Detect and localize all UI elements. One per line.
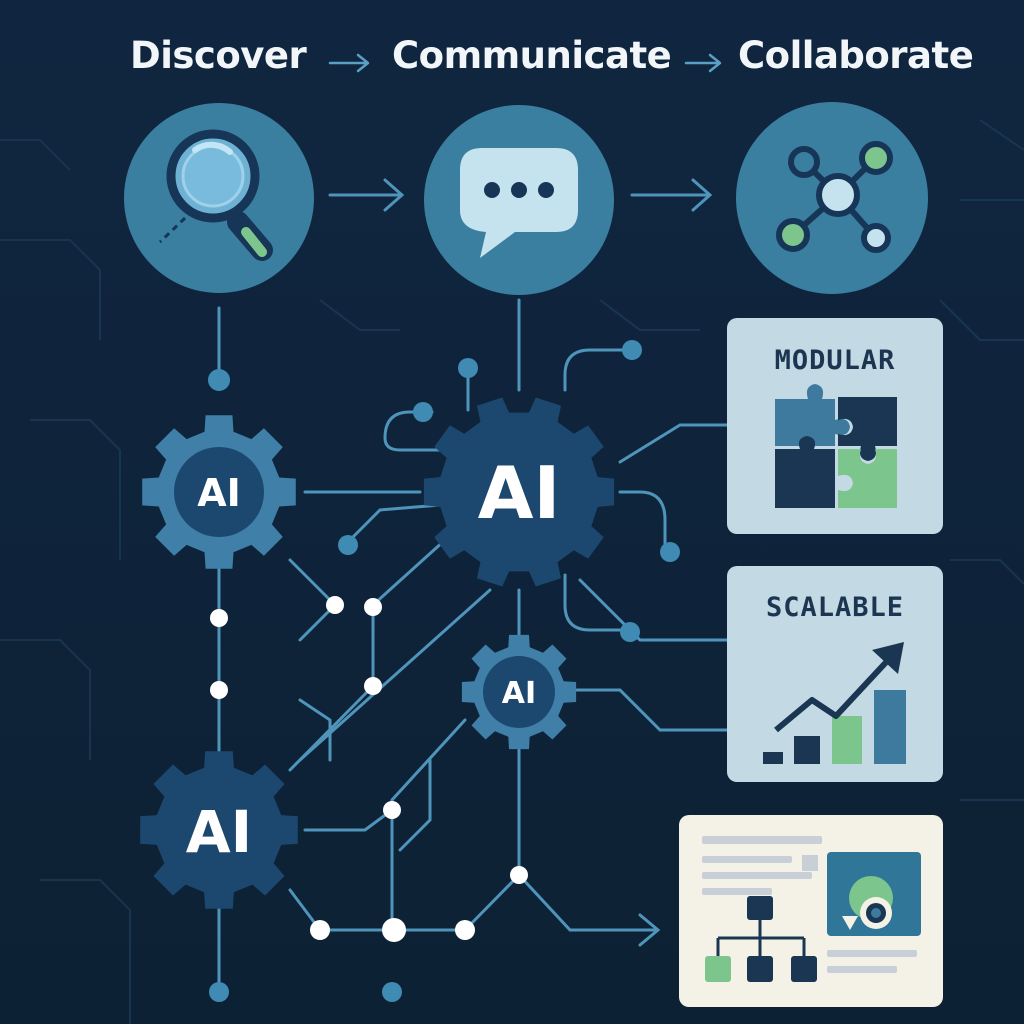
connection-nodes (208, 340, 680, 1002)
node-dot (209, 982, 229, 1002)
scalable-card: SCALABLE (727, 566, 943, 782)
node-dot (382, 918, 406, 942)
settings-screen-icon (827, 852, 921, 936)
node-dot (210, 681, 228, 699)
dashboard-card (679, 815, 943, 1007)
collaborate-circle (736, 102, 928, 294)
node-dot (620, 622, 640, 642)
magnifier-icon (158, 129, 273, 261)
title-step-communicate: Communicate (392, 34, 672, 77)
node-dot (458, 358, 478, 378)
gear-center-small: AI (461, 634, 577, 750)
title-row: Discover Communicate Collaborate (0, 30, 1024, 90)
gear-label: AI (478, 451, 561, 535)
text-lines-icon (702, 836, 917, 973)
gear-label: AI (186, 798, 252, 866)
scalable-card-title: SCALABLE (766, 592, 904, 623)
network-icon (776, 141, 893, 253)
arrow-right-icon (684, 53, 722, 73)
discover-circle (124, 103, 314, 293)
gear-left-top: AI (142, 415, 296, 569)
org-chart-icon (716, 918, 806, 956)
arrow-right-icon (328, 53, 370, 73)
node-dot (210, 609, 228, 627)
gear-center-large: AI (423, 397, 615, 587)
node-dot (338, 535, 358, 555)
background-circuit-traces (0, 119, 1024, 1024)
node-dot (310, 920, 330, 940)
node-dot (364, 677, 382, 695)
node-dot (364, 598, 382, 616)
node-dot (510, 866, 528, 884)
node-dot (413, 402, 433, 422)
growth-chart-icon (763, 642, 906, 764)
node-dot (622, 340, 642, 360)
gear-label: AI (197, 471, 241, 515)
node-dot (326, 596, 344, 614)
chat-bubble-icon (460, 148, 578, 258)
node-dot (382, 982, 402, 1002)
node-dot (383, 801, 401, 819)
gear-label: AI (502, 676, 536, 711)
modular-card: MODULAR (727, 318, 943, 534)
puzzle-icon (775, 384, 897, 508)
node-dot (660, 542, 680, 562)
gear-left-bottom: AI (140, 751, 298, 909)
title-step-discover: Discover (130, 34, 307, 77)
title-step-collaborate: Collaborate (738, 34, 974, 77)
modular-card-title: MODULAR (775, 345, 896, 376)
node-dot (208, 369, 230, 391)
communicate-circle (424, 105, 614, 295)
node-dot (455, 920, 475, 940)
